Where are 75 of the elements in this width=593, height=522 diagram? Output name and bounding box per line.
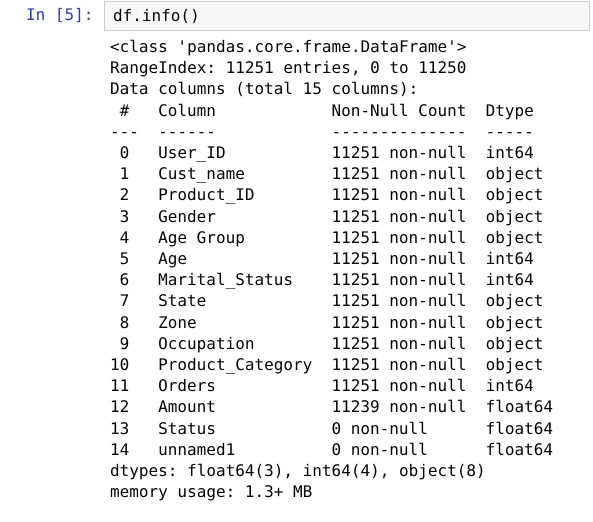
- table-cell: int64: [486, 376, 534, 396]
- separator-dashes: --------------: [331, 122, 466, 142]
- output-line: <class 'pandas.core.frame.DataFrame'>: [110, 37, 466, 57]
- table-cell: 8: [120, 312, 130, 333]
- table-cell: object: [486, 206, 544, 227]
- separator-dashes: ---: [110, 122, 139, 142]
- table-cell: 9: [120, 334, 130, 354]
- table-cell: 13: [110, 418, 130, 439]
- table-cell: object: [486, 334, 544, 354]
- output-line: RangeIndex: 11251 entries, 0 to 11250: [110, 58, 466, 78]
- separator-dashes: ------: [158, 122, 216, 142]
- table-cell: 3: [120, 206, 130, 227]
- table-cell: 11251 non-null: [331, 228, 466, 248]
- table-cell: Marital_Status: [158, 270, 293, 290]
- table-cell: 11251 non-null: [331, 355, 466, 375]
- table-cell: 0 non-null: [331, 418, 428, 439]
- table-cell: 0: [120, 143, 130, 163]
- table-cell: User_ID: [158, 143, 226, 163]
- output-line: Data columns (total 15 columns):: [110, 79, 418, 100]
- table-cell: 11251 non-null: [331, 376, 466, 396]
- table-cell: 11251 non-null: [331, 185, 466, 206]
- table-cell: Cust_name: [158, 164, 245, 184]
- table-cell: object: [486, 164, 544, 184]
- table-cell: 11251 non-null: [331, 249, 466, 269]
- table-cell: Orders: [158, 376, 216, 396]
- table-cell: 11: [110, 376, 130, 396]
- table-cell: Age Group: [158, 228, 245, 248]
- table-cell: 6: [120, 270, 130, 290]
- table-cell: 0 non-null: [331, 440, 428, 460]
- table-cell: 1: [120, 164, 130, 184]
- table-cell: float64: [486, 440, 553, 460]
- column-header: Non-Null Count: [331, 100, 466, 121]
- table-cell: float64: [486, 397, 553, 418]
- table-cell: 5: [120, 249, 130, 269]
- code-cell: df.info(): [104, 1, 590, 31]
- table-cell: 11251 non-null: [331, 164, 466, 184]
- table-cell: object: [486, 312, 544, 333]
- table-cell: 11251 non-null: [331, 270, 466, 290]
- table-cell: unnamed1: [158, 440, 236, 460]
- input-prompt: In [5]:: [26, 5, 94, 25]
- table-cell: Zone: [158, 312, 197, 333]
- column-header: Column: [158, 100, 216, 121]
- table-cell: 11239 non-null: [331, 397, 466, 418]
- table-cell: Gender: [158, 206, 216, 227]
- table-cell: object: [486, 185, 544, 206]
- table-cell: int64: [486, 143, 534, 163]
- table-cell: State: [158, 291, 206, 312]
- table-cell: Amount: [158, 397, 216, 418]
- table-cell: 7: [120, 291, 130, 312]
- table-cell: 11251 non-null: [331, 334, 466, 354]
- table-cell: 14: [110, 440, 130, 460]
- output-line: memory usage: 1.3+ MB: [110, 482, 312, 502]
- table-cell: 4: [120, 228, 130, 248]
- table-cell: object: [486, 355, 544, 375]
- table-cell: Product_ID: [158, 185, 254, 206]
- table-cell: 10: [110, 355, 130, 375]
- table-cell: int64: [486, 270, 534, 290]
- table-cell: Age: [158, 249, 188, 269]
- table-cell: float64: [486, 418, 553, 439]
- output-line: dtypes: float64(3), int64(4), object(8): [110, 461, 486, 481]
- table-cell: int64: [486, 249, 534, 269]
- table-cell: 2: [120, 185, 130, 206]
- table-cell: 12: [110, 397, 130, 418]
- table-cell: 11251 non-null: [331, 206, 466, 227]
- table-cell: 11251 non-null: [331, 291, 466, 312]
- table-cell: 11251 non-null: [331, 312, 466, 333]
- table-cell: Occupation: [158, 334, 254, 354]
- table-cell: Status: [158, 418, 216, 439]
- column-header: Dtype: [486, 100, 534, 121]
- table-cell: 11251 non-null: [331, 143, 466, 163]
- table-cell: object: [486, 228, 544, 248]
- table-cell: Product_Category: [158, 355, 312, 375]
- column-header: #: [120, 100, 130, 121]
- separator-dashes: -----: [486, 122, 534, 142]
- table-cell: object: [486, 291, 544, 312]
